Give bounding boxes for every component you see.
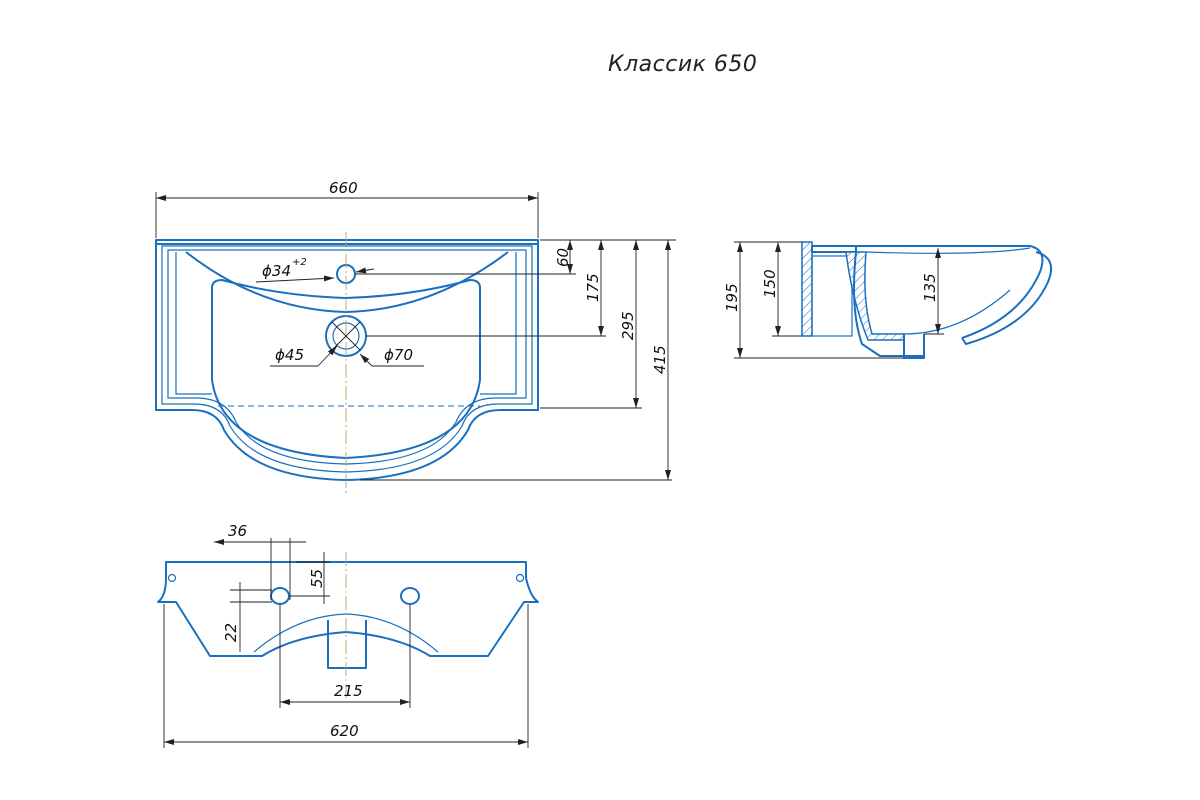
basin-rim-2 xyxy=(161,245,533,473)
bowl-inner xyxy=(211,279,481,459)
side-bowl-outer xyxy=(853,251,925,357)
dim-295: 295 xyxy=(619,311,637,340)
dim-55: 55 xyxy=(308,569,326,588)
basin-deck-inner xyxy=(175,252,517,395)
dim-drain-inner: ϕ45 xyxy=(275,346,304,364)
side-back-block xyxy=(811,255,853,337)
side-drain xyxy=(903,334,925,359)
dim-660: 660 xyxy=(329,179,358,197)
side-view: 195 150 135 xyxy=(723,241,1052,359)
dim-60: 60 xyxy=(554,248,572,267)
side-back-wall xyxy=(801,241,813,337)
tap-hole-left xyxy=(270,587,290,605)
side-front-lip-outer xyxy=(961,251,1052,345)
side-bowl-inner xyxy=(865,247,1031,335)
dim-22: 22 xyxy=(222,623,240,642)
drawing-title: Классик 650 xyxy=(608,52,758,77)
dim-135: 135 xyxy=(921,273,939,302)
mount-hole-right xyxy=(515,573,525,583)
dim-drain-outer: ϕ70 xyxy=(384,346,413,364)
dim-150: 150 xyxy=(761,269,779,298)
top-view: 660 ϕ34 +2 ϕ45 ϕ70 60 175 295 415 xyxy=(155,179,676,496)
dim-215: 215 xyxy=(334,682,363,700)
dim-tap-hole: ϕ34 xyxy=(262,262,291,280)
dim-195: 195 xyxy=(723,283,741,312)
dim-415: 415 xyxy=(651,345,669,374)
front-outline xyxy=(157,561,539,657)
front-view: 36 55 22 215 620 xyxy=(157,522,539,748)
side-front-lip xyxy=(961,245,1044,339)
dim-tap-hole-tolerance: +2 xyxy=(292,257,307,268)
tap-hole-right xyxy=(400,587,420,605)
dim-620: 620 xyxy=(330,722,359,740)
dim-175: 175 xyxy=(584,273,602,302)
dim-36: 36 xyxy=(228,522,247,540)
front-drain-neck xyxy=(327,620,367,669)
mount-hole-left xyxy=(167,573,177,583)
